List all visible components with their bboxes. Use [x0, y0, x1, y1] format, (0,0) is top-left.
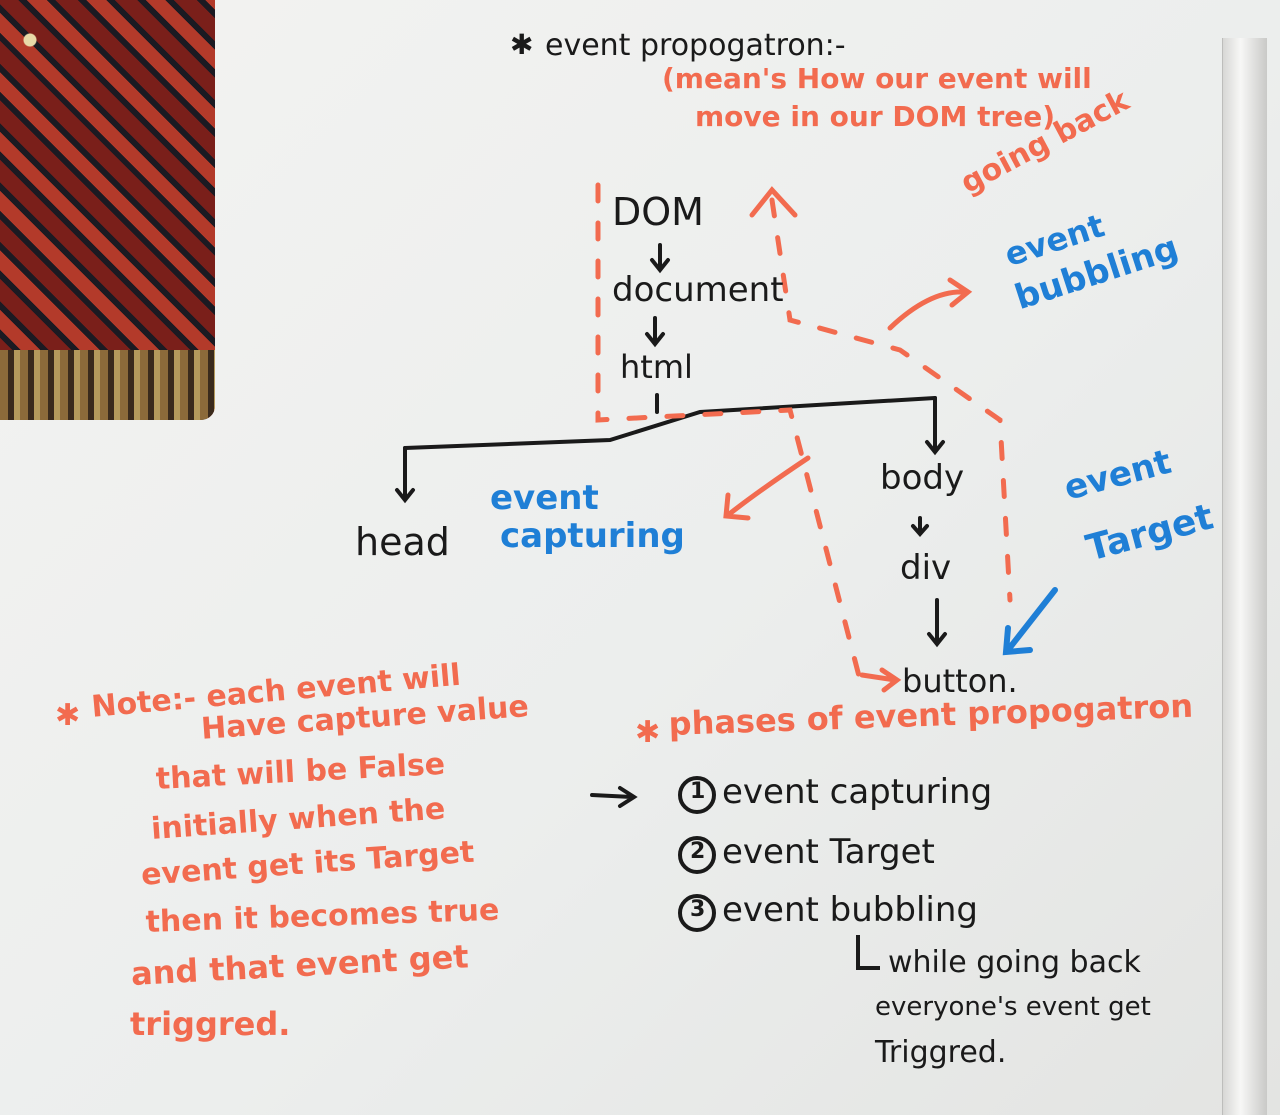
meaning-line-1: (mean's How our event will: [662, 62, 1092, 95]
tree-head: head: [355, 520, 450, 564]
tree-document: document: [612, 270, 784, 310]
bubbling-note-1: while going back: [888, 945, 1141, 980]
bubbling-note-2: everyone's event get: [875, 992, 1151, 1022]
propagation-paths: [595, 182, 1013, 683]
phase-2: event Target: [722, 832, 935, 872]
tree-div: div: [900, 548, 952, 588]
heading-bullet: ✱: [510, 28, 534, 61]
bubbling-path: [769, 197, 1013, 603]
bubbling-note-3: Triggred.: [875, 1035, 1007, 1070]
heading: event propogatron:-: [545, 28, 846, 63]
arrow-up-head: [749, 186, 798, 218]
arrow-to-head: [395, 446, 415, 504]
label-event-capturing-1: event: [490, 478, 599, 518]
meaning-line-2: move in our DOM tree): [695, 100, 1056, 133]
tree-arrows: [395, 243, 947, 808]
tree-branch-line: [403, 396, 937, 450]
circle-2: [678, 836, 716, 874]
arrow-div-button: [927, 598, 947, 648]
arrow-target: [1002, 587, 1058, 656]
circle-3: [678, 894, 716, 932]
arrow-note-to-phases: [590, 786, 638, 808]
orange-arrows: [723, 186, 973, 693]
note-line-8: triggred.: [130, 1005, 291, 1043]
arrow-to-button: [859, 667, 902, 693]
blue-arrows: [1002, 587, 1058, 656]
fabric-cloth: [0, 0, 215, 420]
phase-3: event bubbling: [722, 890, 978, 930]
label-event-capturing-2: capturing: [500, 516, 685, 556]
arrow-capturing: [723, 455, 811, 521]
arrow-body-div: [911, 516, 929, 538]
phase-number-1: 1: [690, 779, 706, 804]
note-bullet: ✱: [55, 698, 81, 733]
bubbling-note-arrow: [856, 935, 880, 970]
phase-number-3: 3: [690, 897, 706, 922]
phase-1: event capturing: [722, 772, 993, 812]
circle-1: [678, 776, 716, 814]
whiteboard-frame: [1222, 38, 1267, 1115]
tree-body: body: [880, 458, 965, 498]
tree-button: button.: [902, 662, 1018, 700]
capturing-path: [595, 182, 863, 683]
arrow-to-body: [925, 396, 945, 456]
arrow-going-back: [887, 277, 973, 331]
phases-bullet: ✱: [635, 715, 661, 750]
phase-circles: [678, 776, 716, 932]
tree-html: html: [620, 348, 693, 386]
arrow-document-html: [645, 316, 665, 348]
phase-number-2: 2: [690, 839, 706, 864]
arrow-dom-document: [650, 243, 670, 274]
tree-dom: DOM: [612, 190, 704, 234]
